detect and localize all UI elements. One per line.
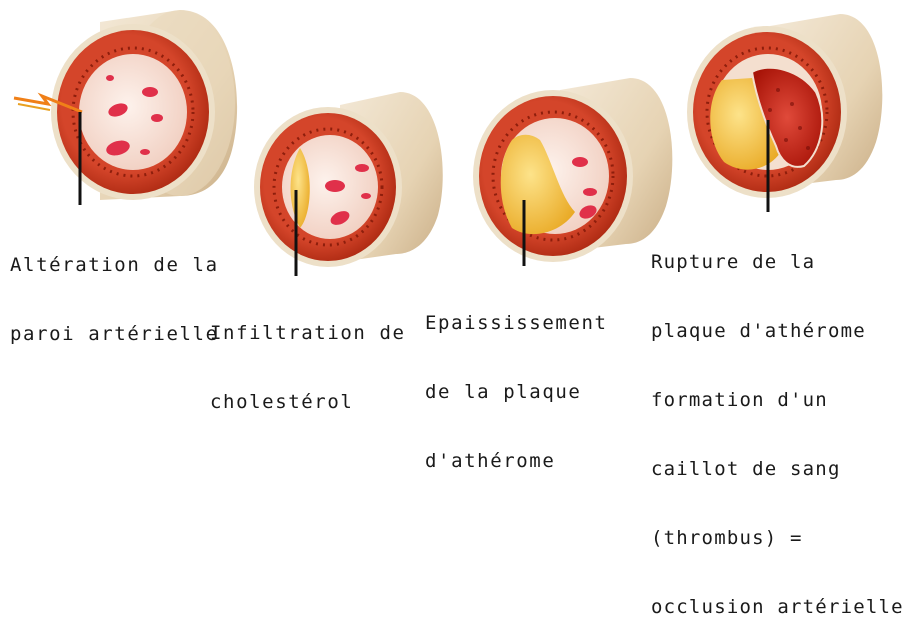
label-line: (thrombus) = <box>651 527 904 550</box>
label-line: paroi artérielle <box>10 323 219 346</box>
label-epaississement-plaque: Epaississement de la plaque d'athérome <box>425 266 608 496</box>
label-rupture-thrombus: Rupture de la plaque d'athérome formatio… <box>651 205 904 642</box>
label-line: caillot de sang <box>651 458 904 481</box>
label-line: d'athérome <box>425 450 608 473</box>
label-line: Altération de la <box>10 254 219 277</box>
label-line: Infiltration de <box>210 322 406 345</box>
label-line: de la plaque <box>425 381 608 404</box>
artery-lumen <box>79 54 187 170</box>
artery-stage-4 <box>687 14 882 212</box>
label-line: plaque d'athérome <box>651 320 904 343</box>
artery-stage-1 <box>14 10 237 205</box>
label-line: Rupture de la <box>651 251 904 274</box>
artery-stage-3 <box>473 78 672 266</box>
label-line: cholestérol <box>210 391 406 414</box>
label-line: formation d'un <box>651 389 904 412</box>
label-infiltration-cholesterol: Infiltration de cholestérol <box>210 276 406 437</box>
artery-stage-2 <box>254 92 443 276</box>
label-line: Epaississement <box>425 312 608 335</box>
label-line: occlusion artérielle <box>651 596 904 619</box>
label-paroi-arterielle: Altération de la paroi artérielle <box>10 208 219 369</box>
